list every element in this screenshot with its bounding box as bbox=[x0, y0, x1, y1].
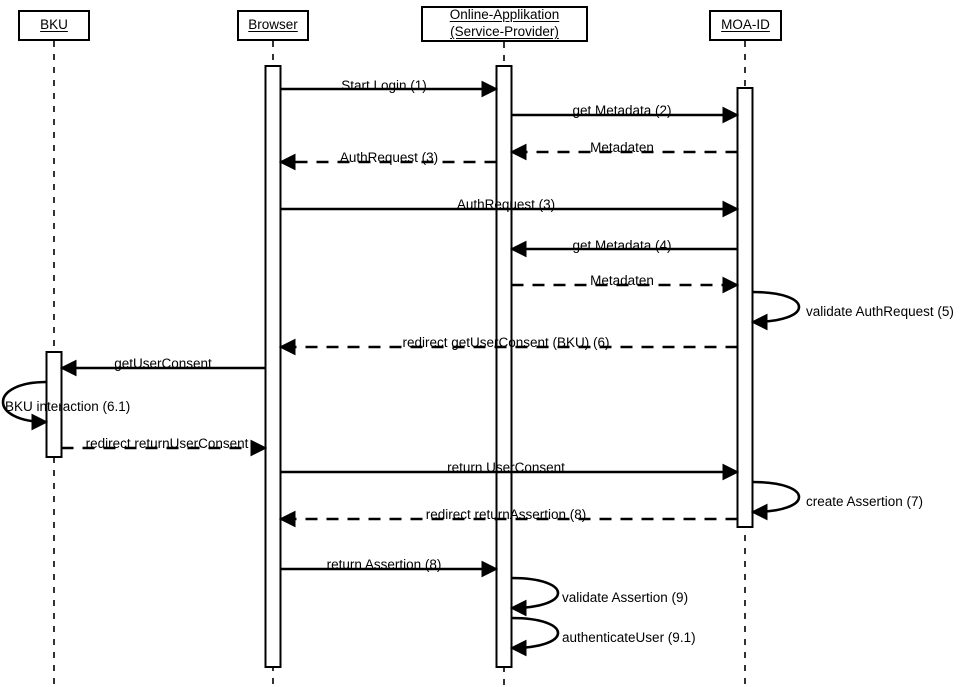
self-message-arrow-s3[interactable] bbox=[750, 480, 801, 521]
self-message-arrows-group bbox=[1, 290, 801, 657]
activation-bar-moaid[interactable] bbox=[736, 87, 754, 528]
self-message-label-s4: validate Assertion (9) bbox=[562, 590, 689, 605]
activation-bar-browser[interactable] bbox=[264, 65, 282, 668]
message-label-m6: get Metadata (4) bbox=[572, 238, 672, 253]
self-message-label-s5: authenticateUser (9.1) bbox=[562, 630, 696, 645]
message-label-m9: getUserConsent bbox=[114, 356, 212, 371]
lifeline-header-bku[interactable]: BKU bbox=[18, 10, 90, 41]
lifeline-label: MOA-ID bbox=[721, 17, 770, 33]
message-label-m7: Metadaten bbox=[590, 273, 654, 288]
message-label-m12: redirect returnAssertion (8) bbox=[425, 507, 587, 522]
message-label-m10: redirect returnUserConsent bbox=[85, 436, 249, 451]
activation-bars-group bbox=[45, 65, 754, 668]
lifeline-label: Browser bbox=[248, 17, 298, 33]
self-message-arrow-s1[interactable] bbox=[750, 290, 801, 331]
lifeline-header-oa[interactable]: Online-Applikation (Service-Provider) bbox=[421, 6, 588, 42]
activation-bar-oa[interactable] bbox=[495, 65, 513, 668]
self-message-label-s1: validate AuthRequest (5) bbox=[806, 304, 954, 319]
lifeline-header-moaid[interactable]: MOA-ID bbox=[709, 10, 782, 41]
activation-bar-bku[interactable] bbox=[45, 351, 63, 458]
message-label-m13: return Assertion (8) bbox=[326, 557, 442, 572]
lifeline-label: BKU bbox=[40, 17, 68, 33]
lifeline-header-browser[interactable]: Browser bbox=[237, 10, 309, 41]
self-message-arrow-s5[interactable] bbox=[509, 616, 560, 657]
message-label-m2: get Metadata (2) bbox=[572, 103, 672, 118]
message-label-m4: AuthRequest (3) bbox=[339, 150, 439, 165]
self-message-arrow-s2[interactable] bbox=[1, 380, 49, 431]
self-message-label-s2: BKU interaction (6.1) bbox=[5, 399, 131, 414]
message-label-m11: return UserConsent bbox=[447, 460, 565, 475]
self-message-label-s3: create Assertion (7) bbox=[806, 494, 924, 509]
message-arrows-group bbox=[59, 80, 740, 578]
self-message-arrow-s4[interactable] bbox=[509, 576, 560, 617]
message-label-m8: redirect getUserConsent (BKU) (6) bbox=[402, 335, 610, 350]
message-label-m3: Metadaten bbox=[590, 140, 654, 155]
message-label-m5: AuthRequest (3) bbox=[456, 197, 556, 212]
lifeline-label: Online-Applikation (Service-Provider) bbox=[449, 7, 560, 39]
message-label-m1: Start Login (1) bbox=[341, 78, 427, 93]
